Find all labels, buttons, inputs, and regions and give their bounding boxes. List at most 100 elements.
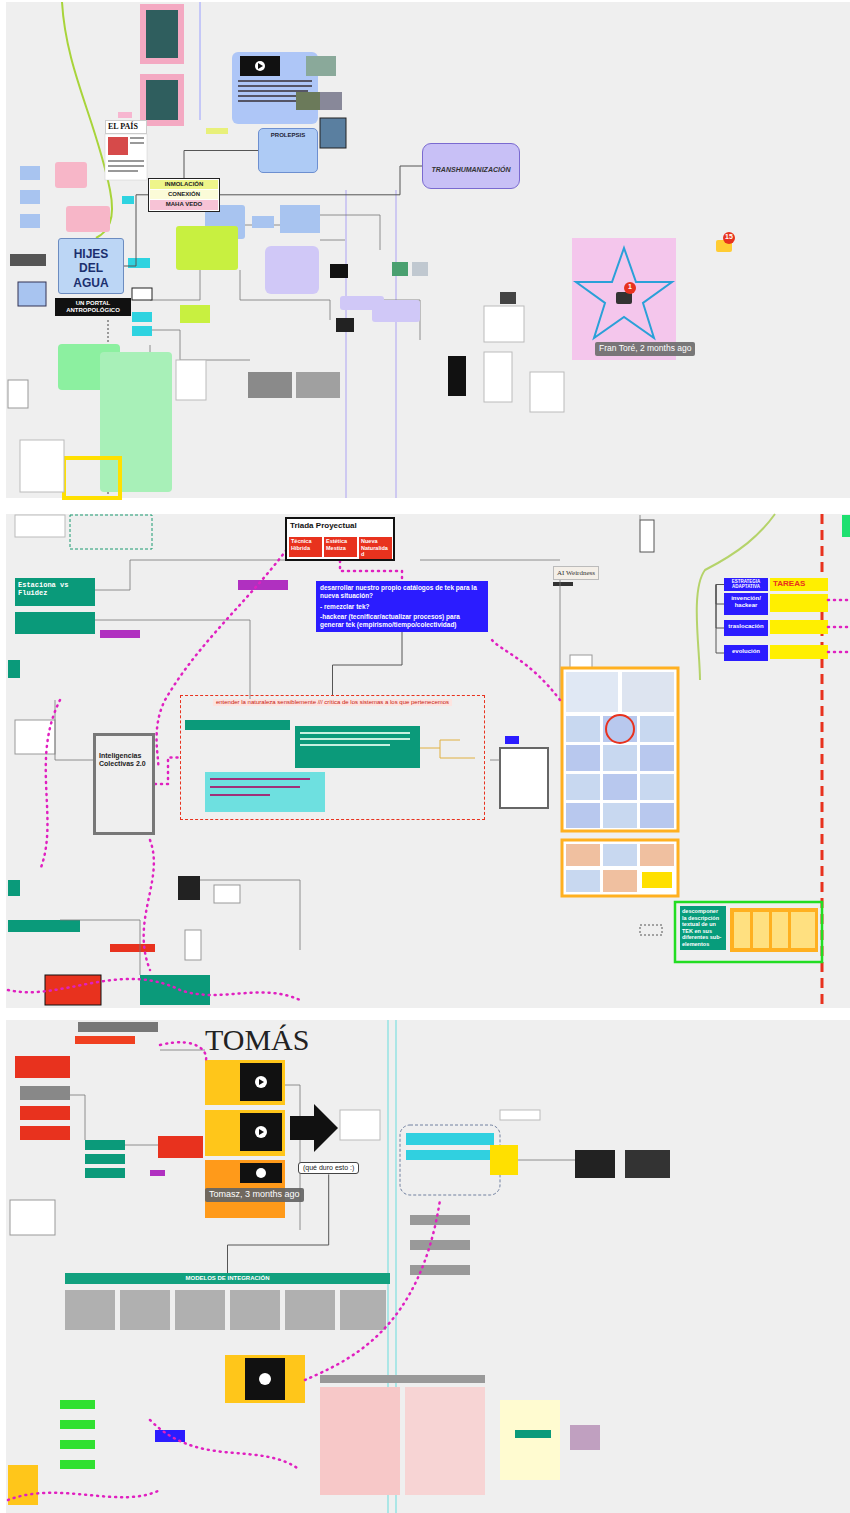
code-note: Estaciona vs Fluidez [15, 578, 95, 606]
panel-three-decor-shape [78, 1022, 158, 1032]
panel-three-decor-shape [10, 1200, 55, 1235]
panel-three-decor-shape [305, 1200, 440, 1380]
dashed-region: entender la naturaleza sensiblemente ///… [180, 695, 485, 820]
node-text: invención/ hackear [726, 595, 766, 609]
node-text: desarrollar nuestro propio catálogos de … [320, 584, 484, 600]
panel-one-decor-shape [255, 61, 265, 71]
panel-one-decor-shape [238, 90, 308, 92]
panel-two-decor-shape [791, 912, 815, 948]
node-text: - remezclar tek? [320, 603, 484, 611]
panel-one-decor-shape [320, 118, 346, 148]
panel-two-decor-shape [300, 732, 410, 734]
panel-one-decor-shape [180, 305, 210, 323]
panel-one-decor-shape [66, 206, 110, 232]
panel-two-decor-shape [210, 786, 300, 788]
panel-one-decor-shape [132, 326, 152, 336]
panel-three-decor-shape [259, 1373, 271, 1385]
panel-one-decor-shape [346, 190, 396, 498]
question-box: desarrollar nuestro propio catálogos de … [316, 581, 488, 632]
note-card: PROLEPSIS [258, 128, 318, 173]
panel-two-decor-shape [15, 612, 95, 634]
panel-one-decor-shape [100, 352, 172, 492]
panel-three-decor-shape [410, 1240, 470, 1250]
panel-three-decor-shape [500, 1110, 540, 1120]
connector [220, 166, 422, 195]
tasks-head: TAREAS [770, 578, 828, 591]
panel-one-decor-shape [392, 262, 408, 276]
panel-three-decor-shape [240, 1113, 282, 1151]
panel-two-decor [8, 514, 850, 1008]
panel-one-decor-shape [232, 52, 318, 124]
node-text: evolución [726, 648, 766, 655]
panel-three-decor-shape [340, 1290, 386, 1330]
panel-three-decor-shape [65, 1290, 115, 1330]
panel-three-decor-shape [240, 1063, 282, 1101]
panel-one-decor-shape [130, 142, 144, 144]
node-text: Estética Mestiza [326, 538, 355, 551]
node-text: traslocación [726, 623, 766, 630]
panel-three-decor-shape [20, 1126, 70, 1140]
panel-one-decor-shape [20, 190, 40, 204]
panel-one-decor-shape [306, 56, 336, 76]
panel-two-decor-shape [603, 745, 637, 771]
panel-three-decor-shape [255, 1126, 267, 1138]
panel-three-decor-shape [150, 1170, 165, 1176]
panel-two-decor-shape [566, 774, 600, 800]
panel-three-decor-shape [320, 1375, 485, 1383]
panel-one-decor-shape [252, 216, 274, 228]
concept-stack: INMOLACIÓNCONEXIÓNMAHA VEDO [148, 178, 220, 212]
board-panels-shape [6, 2, 850, 498]
panel-three-decor-shape [85, 1154, 125, 1164]
panel-three-decor-shape [20, 1086, 70, 1100]
panel-three-decor-shape [400, 1125, 500, 1195]
panel-two-decor-shape [144, 840, 154, 970]
panel-two-decor-shape [606, 715, 634, 743]
panel-one-decor-shape [240, 56, 280, 76]
node-text: Estaciona vs Fluidez [18, 581, 92, 598]
panel-one-decor-shape [330, 264, 348, 278]
node-text: entender la naturaleza sensiblemente ///… [213, 699, 452, 706]
panel-one-decor-shape [176, 360, 206, 400]
panel-one-decor-shape [723, 232, 735, 244]
panel-two-decor-shape [210, 794, 270, 796]
panel-three-decor-shape [625, 1150, 670, 1178]
strategy-step: traslocación [724, 620, 768, 636]
comment-tag: Fran Toré, 2 months ago [595, 342, 695, 356]
panel-one-decor-shape [484, 306, 524, 342]
panel-one-decor-shape [108, 160, 144, 162]
node-text: INMOLACIÓN [150, 180, 218, 189]
triad-frame: Triada ProyectualTécnica HíbridaEstética… [285, 517, 395, 561]
panel-one-decor-shape [122, 196, 134, 204]
panel-two-decor-shape [603, 774, 637, 800]
panel-two-decor-shape [553, 582, 573, 586]
panel-two-decor-shape [640, 803, 674, 828]
panel-two-decor-shape [214, 885, 240, 903]
panel-two-decor-shape [603, 716, 637, 742]
panel-three-decor-shape [245, 1358, 285, 1400]
link-card: AI Weirdness [553, 566, 599, 580]
panel-one-decor-shape [412, 262, 428, 276]
panel-two-decor-shape [842, 515, 850, 537]
connector [716, 585, 724, 605]
connector [333, 632, 403, 695]
section-title: TOMÁS [205, 1022, 309, 1058]
title-box: HIJES DEL AGUA [58, 238, 124, 294]
panel-three-decor-shape [490, 1145, 518, 1175]
panel-one-decor-shape [146, 80, 178, 120]
badge-number: 15 [723, 233, 735, 241]
panel-one-decor-shape [336, 318, 354, 332]
comment-tag: Tomasz, 3 months ago [205, 1188, 304, 1202]
panel-one-decor-shape [10, 254, 46, 266]
panel-three-decor-shape [205, 1060, 285, 1105]
panel-two-decor-shape [640, 520, 654, 552]
panel-two-decor-shape [562, 840, 678, 896]
panel-one-decor-shape [296, 92, 320, 110]
panel-two-decor-shape [300, 738, 410, 740]
panel-two-decor-shape [45, 975, 101, 1005]
panel-three-decor-shape [150, 1420, 300, 1470]
panel-two-decor-shape [500, 748, 548, 808]
panel-three-decor-shape [120, 1290, 170, 1330]
panel-three-decor-shape [8, 1465, 38, 1505]
panel-two-decor-shape [640, 745, 674, 771]
panel-two-decor-shape [8, 920, 80, 932]
